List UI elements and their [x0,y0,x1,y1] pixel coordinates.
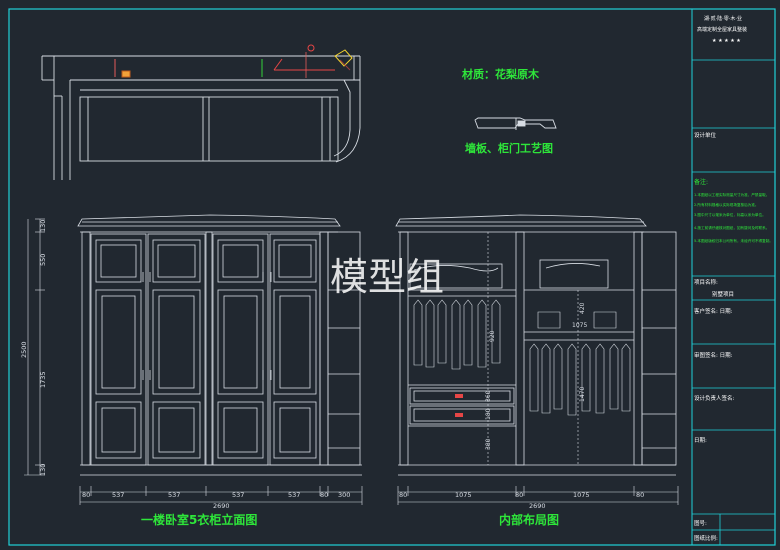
top-plan-view [41,55,361,180]
layout-dimension-lines [397,232,679,505]
interior-drawer-handles [455,394,463,417]
review-sign-label: 审图签名: 日期: [694,351,733,359]
project-name-label: 项目名称: [694,278,718,286]
top-plan-colored-marks [114,44,353,78]
dim-label: 380 [485,438,492,450]
note-line: 4.施工前请仔细核对图纸，如有疑问及时联系。 [694,225,769,230]
dim-label: 537 [232,491,244,499]
dim-label: 1075 [455,491,472,499]
dim-label: 300 [338,491,350,499]
company-name: 湖·贰·陆·零·木·业 [704,15,742,22]
company-tagline: 高端定制全屋家具整装 [697,26,747,33]
client-sign-label: 客户签名: 日期: [694,307,733,315]
dim-label: 420 [579,302,586,314]
note-line: 2.所有材料规格以实际现场复核后为准。 [694,202,759,207]
interior-dim-labels: 420 1075 920 1470 360 180 380 [485,302,587,450]
design-unit-label: 设计单位 [694,131,717,139]
scale-label: 图纸比例: [694,534,718,542]
drawing-frame [8,8,776,546]
dim-label: 920 [489,330,496,342]
dim-label: 80 [636,491,644,499]
designer-sign-label: 设计负责人签名: [694,394,735,402]
dim-label: 1075 [573,491,590,499]
interior-layout-view [395,214,677,476]
dim-label: 537 [112,491,124,499]
dim-label: 80 [320,491,328,499]
drawing-no-label: 图号: [694,519,707,527]
dim-label: 550 [39,254,47,266]
interior-hanging-clothes [413,299,631,416]
dim-label: 360 [485,390,492,402]
total-height-label: 2500 [20,341,28,358]
dim-label: 1735 [39,371,47,388]
dim-label: 80 [515,491,523,499]
dim-label: 80 [399,491,407,499]
date-label: 日期: [694,437,707,444]
elevation-dim-labels: 80 537 537 537 537 80 300 2690 130 550 1… [20,220,350,510]
layout-dim-labels: 80 1075 80 1075 80 2690 [399,491,644,510]
material-note: 材质：花梨原木 [462,67,540,81]
elevation-dimension-lines [24,218,363,505]
detail-title: 墙板、柜门工艺图 [465,141,553,155]
rating-stars: ★ ★ ★ ★ ★ [712,38,741,44]
dim-label: 180 [485,408,492,420]
note-line: 3.图中尺寸以毫米为单位，标高以米为单位。 [694,212,766,217]
dim-label: 80 [82,491,90,499]
note-line: 1.本图纸以工程实际测量尺寸为准，严禁量取。 [694,192,769,197]
dim-label: 130 [39,464,47,476]
dim-label: 1075 [572,322,587,329]
elevation-title: 一楼卧室5衣柜立面图 [141,512,257,527]
project-name-value: 别墅项目 [712,290,734,298]
door-profile-detail [474,117,557,130]
total-width-label: 2690 [213,502,230,510]
watermark: 模型组 [330,255,444,299]
dim-label: 537 [288,491,300,499]
note-line: 5.本图纸版权归本公司所有，未经许可不得复制。 [694,238,773,243]
dim-label: 537 [168,491,180,499]
layout-title: 内部布局图 [499,512,559,527]
notes-heading: 备注: [694,178,708,186]
elevation-view [77,214,362,476]
elevation-doors [90,233,321,466]
title-block-text: 湖·贰·陆·零·木·业 高端定制全屋家具整装 ★ ★ ★ ★ ★ 设计单位 备注… [694,15,773,542]
dim-label: 130 [39,220,47,232]
dim-label: 1470 [579,387,586,402]
title-block [692,59,775,545]
total-width-label: 2690 [529,502,546,510]
